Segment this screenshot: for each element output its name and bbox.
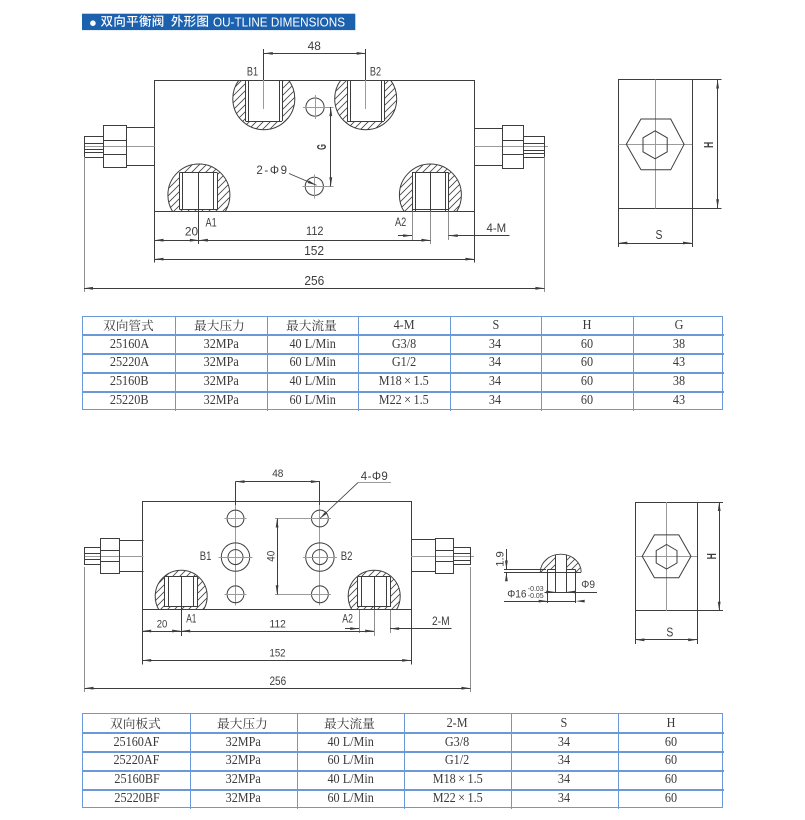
svg-text:B2: B2 (341, 549, 353, 563)
svg-text:256: 256 (304, 274, 324, 288)
svg-text:B1: B1 (247, 65, 258, 79)
svg-text:48: 48 (272, 468, 283, 480)
svg-text:2-M: 2-M (432, 614, 450, 628)
svg-text:152: 152 (270, 647, 286, 659)
svg-text:H: H (705, 553, 719, 559)
svg-text:4-M: 4-M (487, 221, 507, 235)
svg-text:48: 48 (308, 39, 322, 53)
svg-text:20: 20 (185, 224, 199, 238)
svg-text:152: 152 (304, 244, 324, 258)
svg-text:112: 112 (270, 619, 286, 631)
svg-text:2-Φ9: 2-Φ9 (256, 165, 288, 177)
svg-text:Φ9: Φ9 (581, 579, 595, 591)
svg-text:-0.03: -0.03 (528, 584, 544, 593)
svg-text:S: S (656, 228, 663, 242)
svg-text:G: G (316, 144, 329, 150)
svg-text:S: S (666, 625, 673, 639)
svg-text:H: H (702, 142, 716, 148)
svg-text:40: 40 (265, 551, 277, 562)
svg-text:4-Φ9: 4-Φ9 (361, 471, 388, 483)
svg-text:112: 112 (306, 224, 324, 238)
svg-text:OU-TLINE DIMENSIONS: OU-TLINE DIMENSIONS (213, 15, 345, 29)
svg-text:-0.05: -0.05 (528, 591, 544, 600)
svg-text:A2: A2 (342, 611, 353, 625)
svg-text:20: 20 (157, 618, 168, 630)
svg-text:B2: B2 (370, 65, 381, 79)
svg-text:A1: A1 (206, 215, 217, 229)
svg-text:A2: A2 (395, 215, 406, 229)
svg-text:Φ16: Φ16 (507, 589, 526, 601)
svg-text:1.9: 1.9 (495, 551, 507, 567)
svg-text:256: 256 (269, 676, 286, 688)
svg-text:A1: A1 (186, 611, 196, 625)
svg-text:B1: B1 (200, 549, 212, 563)
